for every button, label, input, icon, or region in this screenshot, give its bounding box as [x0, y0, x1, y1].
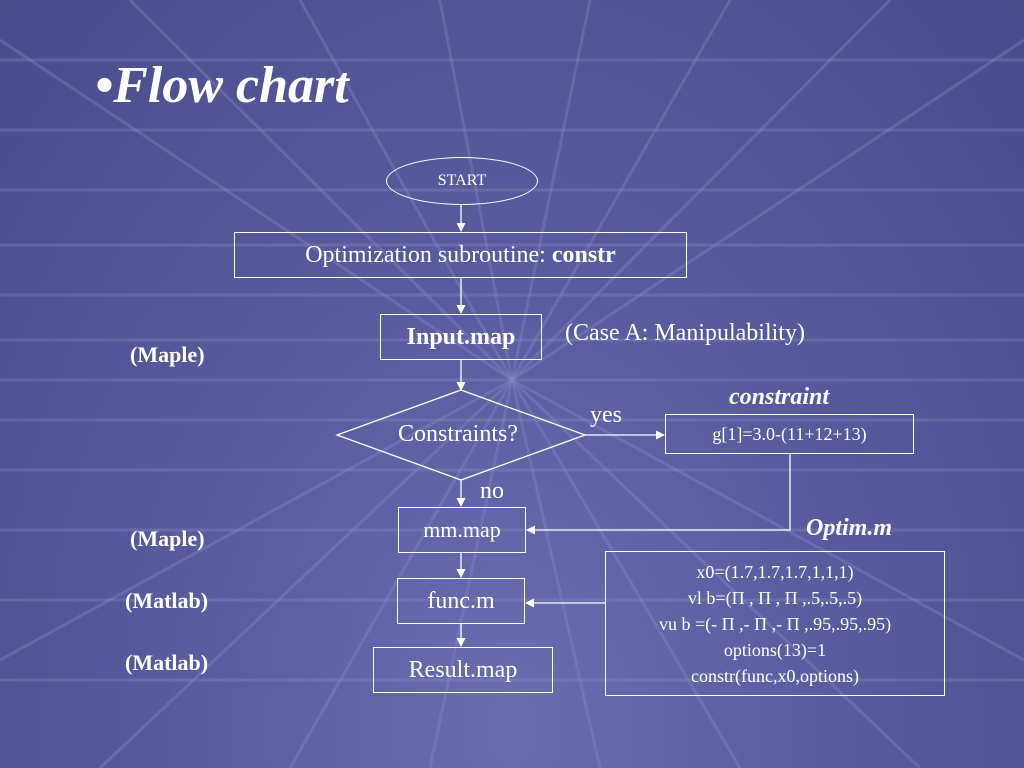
side-label-maple-2: (Maple) — [130, 526, 205, 552]
paren-open: ( — [130, 342, 138, 367]
maple-label: Maple — [137, 526, 198, 551]
yes-label: yes — [590, 402, 622, 428]
side-label-matlab-1: (Matlab) — [125, 588, 208, 614]
paren-close: ) — [197, 526, 205, 551]
side-label-maple-1: (Maple) — [130, 342, 205, 368]
optim-name: constr — [551, 241, 616, 268]
code-line: x0=(1.7,1.7,1.7,1,1,1) — [696, 561, 854, 582]
constraint-heading: constraint — [729, 384, 830, 410]
optim-code-box: x0=(1.7,1.7,1.7,1,1,1) vl b=(Π , Π , Π ,… — [605, 551, 945, 696]
result-map-label: Result.map — [408, 656, 518, 683]
side-label-matlab-2: (Matlab) — [125, 650, 208, 676]
input-map-box: Input.map — [380, 314, 542, 360]
mm-map-box: mm.map — [398, 507, 526, 553]
constraint-box: g[1]=3.0-(11+12+13) — [665, 414, 914, 454]
optimization-subroutine-box: Optimization subroutine: constr — [234, 232, 687, 278]
paren-open: ( — [125, 588, 133, 613]
decision-label: Constraints? — [398, 421, 518, 447]
func-m-label: func.m — [427, 587, 495, 614]
maple-label: Maple — [137, 342, 198, 367]
arrow-constraint-to-mm — [526, 454, 791, 535]
code-line: options(13)=1 — [723, 639, 827, 660]
matlab-label: Matlab — [132, 650, 201, 675]
func-m-box: func.m — [397, 578, 525, 624]
no-label: no — [480, 478, 504, 504]
slide-title: •Flow chart — [95, 57, 349, 114]
start-label: START — [437, 172, 487, 189]
constraint-expression: g[1]=3.0-(11+12+13) — [712, 423, 867, 444]
optim-prefix: Optimization subroutine: — [305, 241, 552, 268]
input-map-label: Input.map — [406, 323, 516, 350]
paren-close: ) — [197, 342, 205, 367]
paren-close: ) — [200, 650, 209, 675]
code-line: constr(func,x0,options) — [691, 665, 859, 686]
mm-map-label: mm.map — [423, 517, 501, 542]
paren-close: ) — [200, 588, 209, 613]
paren-open: ( — [125, 650, 133, 675]
case-note: (Case A: Manipulability) — [565, 320, 805, 346]
result-map-box: Result.map — [373, 647, 553, 693]
matlab-label: Matlab — [132, 588, 201, 613]
code-line: vl b=(Π , Π , Π ,.5,.5,.5) — [687, 587, 863, 608]
start-node: START — [386, 157, 538, 205]
optim-m-heading: Optim.m — [806, 515, 893, 541]
paren-open: ( — [130, 526, 138, 551]
code-line: vu b =(- Π ,- Π ,- Π ,.95,.95,.95) — [658, 613, 892, 634]
